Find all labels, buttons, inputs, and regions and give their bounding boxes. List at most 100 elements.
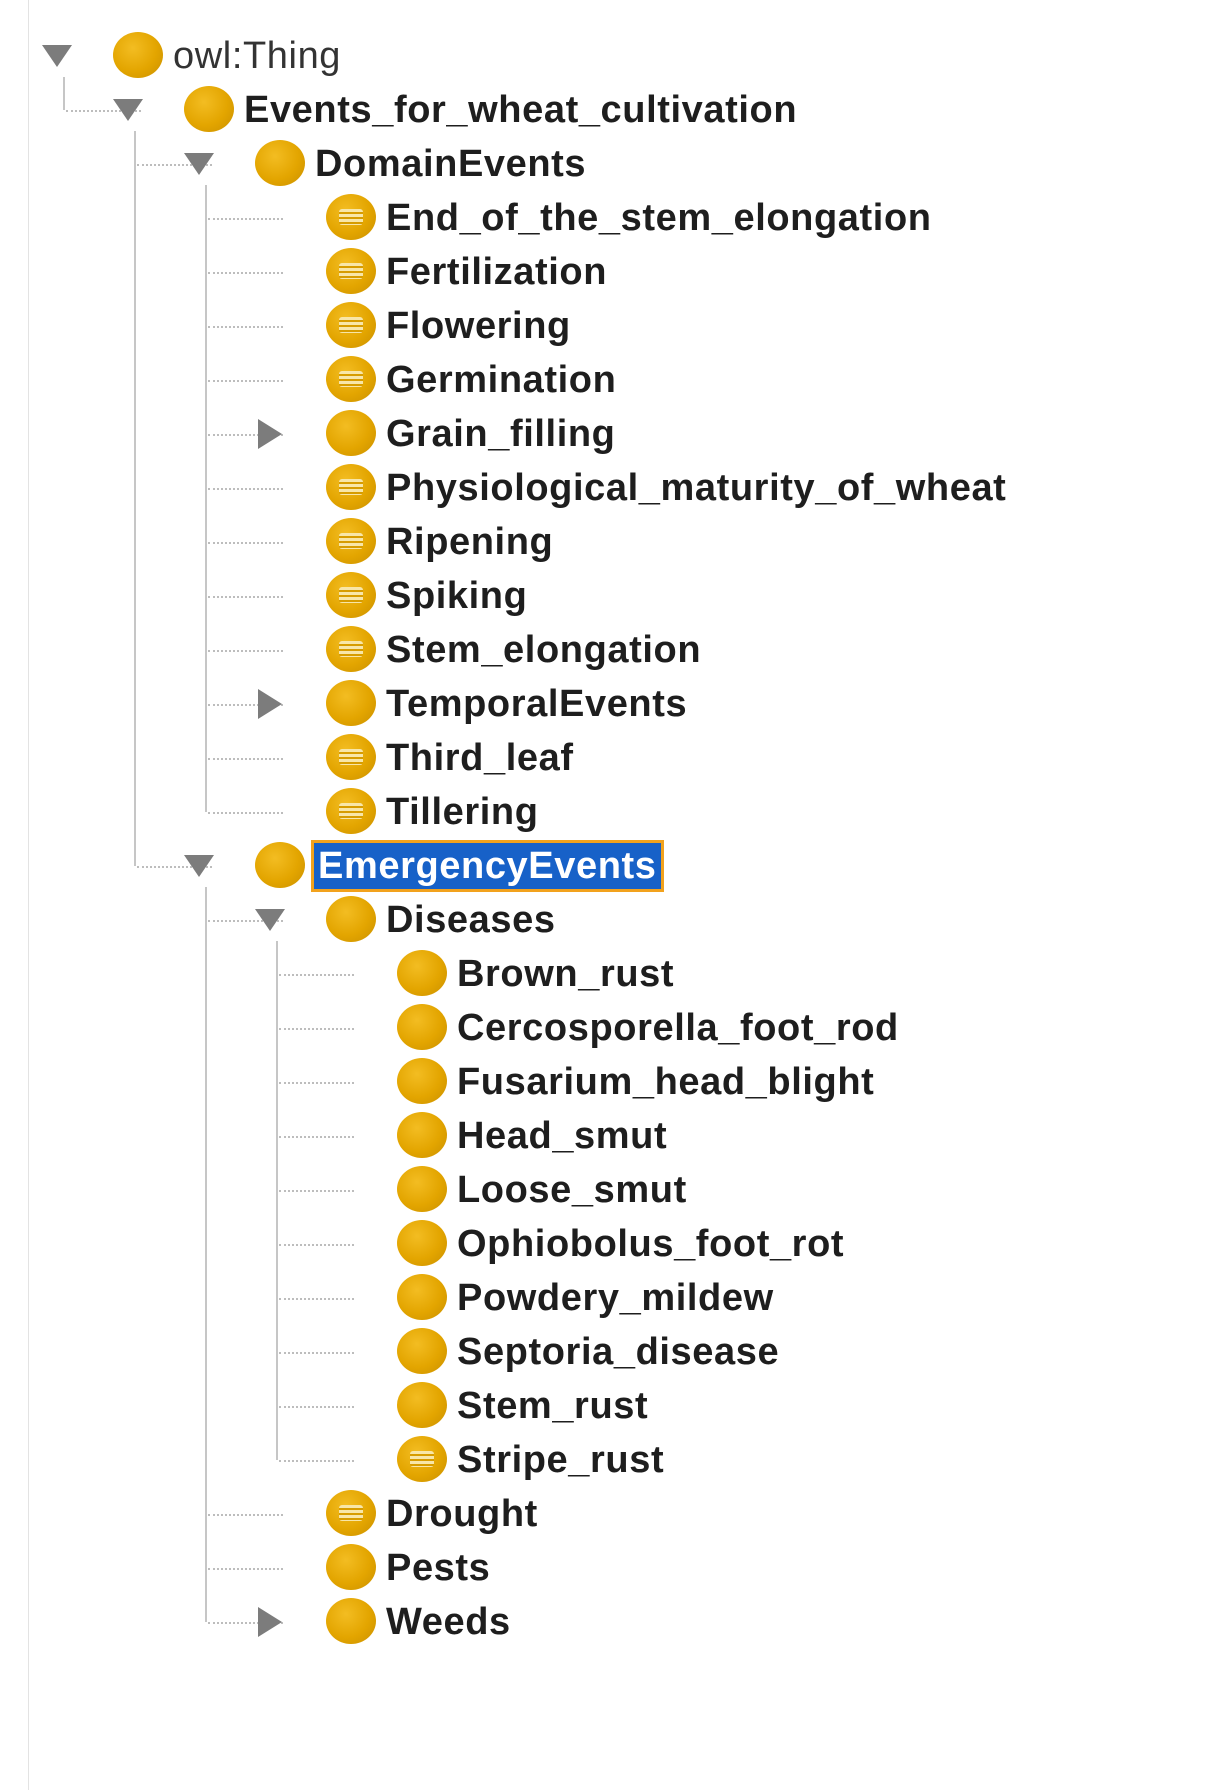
individuals-marker-icon	[339, 641, 363, 657]
tree-node-pests[interactable]: Pests	[259, 1541, 1227, 1595]
tree-node-head-smut[interactable]: Head_smut	[330, 1109, 1227, 1163]
owl-class-icon	[397, 1166, 447, 1212]
tree-node-label[interactable]: Powdery_mildew	[457, 1277, 774, 1319]
tree-node-label[interactable]: Drought	[386, 1493, 538, 1535]
tree-node-weeds[interactable]: Weeds	[259, 1595, 1227, 1649]
tree-connector	[208, 272, 283, 274]
tree-node-loose-smut[interactable]: Loose_smut	[330, 1163, 1227, 1217]
tree-connector	[208, 812, 283, 814]
tree-connector	[208, 920, 283, 922]
tree-node-spiking[interactable]: Spiking	[259, 569, 1227, 623]
tree-node-powdery-mildew[interactable]: Powdery_mildew	[330, 1271, 1227, 1325]
tree-node-emergencyevents[interactable]: EmergencyEvents	[188, 839, 1227, 893]
owl-class-with-individuals-icon	[397, 1436, 447, 1482]
tree-connector	[208, 704, 283, 706]
tree-node-septoria-disease[interactable]: Septoria_disease	[330, 1325, 1227, 1379]
tree-guide-line	[63, 77, 65, 110]
tree-node-label[interactable]: Fertilization	[386, 251, 608, 293]
owl-class-icon	[397, 950, 447, 996]
tree-node-label[interactable]: owl:Thing	[173, 35, 342, 77]
tree-node-label[interactable]: Diseases	[386, 899, 556, 941]
tree-node-label[interactable]: Stripe_rust	[457, 1439, 665, 1481]
tree-connector	[208, 650, 283, 652]
tree-node-label[interactable]: Third_leaf	[386, 737, 574, 779]
owl-class-icon	[397, 1328, 447, 1374]
tree-node-third-leaf[interactable]: Third_leaf	[259, 731, 1227, 785]
tree-connector	[208, 434, 283, 436]
owl-class-icon	[326, 1544, 376, 1590]
expand-toggle-icon[interactable]	[182, 839, 216, 893]
tree-node-label[interactable]: Cercosporella_foot_rod	[457, 1007, 899, 1049]
tree-connector	[208, 380, 283, 382]
tree-connector	[208, 596, 283, 598]
tree-node-ripening[interactable]: Ripening	[259, 515, 1227, 569]
tree-connector	[208, 758, 283, 760]
tree-node-label[interactable]: Grain_filling	[386, 413, 616, 455]
tree-node-label[interactable]: Weeds	[386, 1601, 511, 1643]
tree-node-label[interactable]: Flowering	[386, 305, 571, 347]
tree-node-fusarium-head-blight[interactable]: Fusarium_head_blight	[330, 1055, 1227, 1109]
expand-toggle-icon[interactable]	[40, 29, 74, 83]
tree-node-domainevents[interactable]: DomainEvents	[188, 137, 1227, 191]
tree-node-germination[interactable]: Germination	[259, 353, 1227, 407]
tree-node-label[interactable]: Ripening	[386, 521, 554, 563]
tree-node-label[interactable]: Head_smut	[457, 1115, 668, 1157]
owl-class-icon	[326, 896, 376, 942]
tree-node-flowering[interactable]: Flowering	[259, 299, 1227, 353]
tree-node-brown-rust[interactable]: Brown_rust	[330, 947, 1227, 1001]
tree-node-label[interactable]: Stem_elongation	[386, 629, 702, 671]
tree-node-tillering[interactable]: Tillering	[259, 785, 1227, 839]
tree-node-label[interactable]: EmergencyEvents	[311, 840, 664, 892]
tree-node-owl-thing[interactable]: owl:Thing	[46, 29, 1227, 83]
tree-node-drought[interactable]: Drought	[259, 1487, 1227, 1541]
owl-class-with-individuals-icon	[326, 518, 376, 564]
tree-node-label[interactable]: Loose_smut	[457, 1169, 687, 1211]
triangle-down-icon	[184, 153, 214, 175]
tree-node-label[interactable]: TemporalEvents	[386, 683, 688, 725]
tree-connector	[279, 1136, 354, 1138]
tree-node-label[interactable]: Fusarium_head_blight	[457, 1061, 875, 1103]
tree-node-diseases[interactable]: Diseases	[259, 893, 1227, 947]
tree-node-label[interactable]: Physiological_maturity_of_wheat	[386, 467, 1007, 509]
triangle-right-icon	[258, 419, 282, 449]
triangle-right-icon	[258, 1607, 282, 1637]
tree-node-temporalevents[interactable]: TemporalEvents	[259, 677, 1227, 731]
tree-node-stem-rust[interactable]: Stem_rust	[330, 1379, 1227, 1433]
expand-toggle-icon[interactable]	[111, 83, 145, 137]
tree-guide-line	[134, 131, 136, 866]
collapse-toggle-icon[interactable]	[253, 677, 287, 731]
tree-node-label[interactable]: Ophiobolus_foot_rot	[457, 1223, 845, 1265]
triangle-right-icon	[258, 689, 282, 719]
tree-node-label[interactable]: DomainEvents	[315, 143, 587, 185]
tree-node-label[interactable]: Germination	[386, 359, 617, 401]
tree-guide-line	[276, 941, 278, 1460]
expand-toggle-icon[interactable]	[253, 893, 287, 947]
tree-node-fertilization[interactable]: Fertilization	[259, 245, 1227, 299]
tree-node-cercosporella-foot-rod[interactable]: Cercosporella_foot_rod	[330, 1001, 1227, 1055]
tree-node-stem-elongation[interactable]: Stem_elongation	[259, 623, 1227, 677]
tree-node-label[interactable]: Events_for_wheat_cultivation	[244, 89, 798, 131]
owl-class-with-individuals-icon	[326, 788, 376, 834]
tree-node-label[interactable]: Stem_rust	[457, 1385, 649, 1427]
triangle-down-icon	[184, 855, 214, 877]
tree-node-label[interactable]: Spiking	[386, 575, 528, 617]
tree-node-ophiobolus-foot-rot[interactable]: Ophiobolus_foot_rot	[330, 1217, 1227, 1271]
tree-node-label[interactable]: Brown_rust	[457, 953, 675, 995]
owl-class-with-individuals-icon	[326, 572, 376, 618]
tree-node-stripe-rust[interactable]: Stripe_rust	[330, 1433, 1227, 1487]
tree-node-label[interactable]: End_of_the_stem_elongation	[386, 197, 932, 239]
tree-node-grain-filling[interactable]: Grain_filling	[259, 407, 1227, 461]
collapse-toggle-icon[interactable]	[253, 407, 287, 461]
tree-node-label[interactable]: Septoria_disease	[457, 1331, 780, 1373]
tree-node-physiological-maturity-of-wheat[interactable]: Physiological_maturity_of_wheat	[259, 461, 1227, 515]
expand-toggle-icon[interactable]	[182, 137, 216, 191]
tree-node-events-for-wheat-cultivation[interactable]: Events_for_wheat_cultivation	[117, 83, 1227, 137]
tree-node-end-of-the-stem-elongation[interactable]: End_of_the_stem_elongation	[259, 191, 1227, 245]
tree-node-label[interactable]: Tillering	[386, 791, 539, 833]
collapse-toggle-icon[interactable]	[253, 1595, 287, 1649]
tree-connector	[208, 1568, 283, 1570]
tree-connector	[279, 1082, 354, 1084]
triangle-down-icon	[42, 45, 72, 67]
tree-node-label[interactable]: Pests	[386, 1547, 491, 1589]
